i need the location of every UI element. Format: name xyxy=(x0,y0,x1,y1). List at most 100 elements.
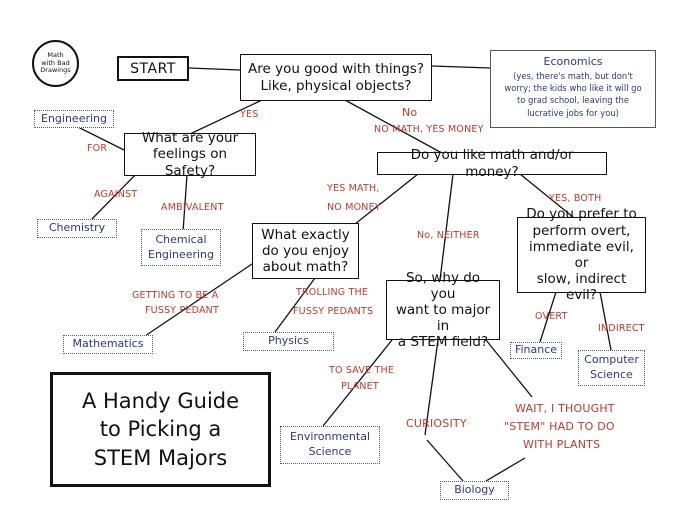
edge-curiosity-biology xyxy=(426,439,464,482)
edge-mm-both xyxy=(519,173,574,218)
outcome-engineering: Engineering xyxy=(34,110,114,128)
edge-why-save xyxy=(322,339,393,427)
edge-safety-ambivalent xyxy=(182,174,188,233)
env-line-1: Environmental xyxy=(289,430,371,444)
question-evil-line-3: immediate evil, or xyxy=(529,238,634,271)
logo-line-3: Drawings xyxy=(40,66,71,75)
economics-note-3: to grad school, leaving the xyxy=(516,95,630,106)
edge-label-overt: OVERT xyxy=(535,311,568,322)
question-why-stem-line-2: want to major in xyxy=(395,301,491,335)
edge-label-yes-math-1: YES MATH, xyxy=(327,183,380,194)
question-enjoy-math-line-2: do you enjoy xyxy=(261,242,350,259)
chem-eng-line-2: Engineering xyxy=(148,247,214,261)
question-safety: What are your feelings on Safety? xyxy=(124,130,256,179)
edge-mm-yes-math xyxy=(344,173,419,233)
edge-label-indirect: INDIRECT xyxy=(598,323,645,334)
start-box: START xyxy=(117,56,189,81)
guide-title-line-3: STEM Majors xyxy=(93,445,228,470)
question-why-stem-line-3: a STEM field? xyxy=(397,334,489,351)
edge-label-trolling-1: TROLLING THE xyxy=(296,287,369,298)
question-enjoy-math-line-1: What exactly xyxy=(261,226,350,243)
economics-note-4: lucrative jobs for you) xyxy=(527,107,619,118)
outcome-chemistry-label: Chemistry xyxy=(48,221,106,235)
edge-label-no: No xyxy=(402,106,418,119)
outcome-engineering-label: Engineering xyxy=(41,111,107,125)
outcome-physics-label: Physics xyxy=(268,334,309,348)
edge-label-save-planet-1: TO SAVE THE xyxy=(329,365,395,376)
economics-note-1: (yes, there's math, but don't xyxy=(513,71,633,81)
guide-title-box: A Handy Guide to Picking a STEM Majors xyxy=(50,372,271,487)
env-line-2: Science xyxy=(308,445,352,458)
edge-label-yes-math-2: NO MONEY xyxy=(327,202,381,213)
outcome-chemical-engineering: Chemical Engineering xyxy=(141,229,221,266)
logo-line-2: with Bad xyxy=(41,58,70,67)
outcome-biology: Biology xyxy=(440,481,509,500)
edge-label-yes: YES xyxy=(240,109,259,120)
edge-why-plants xyxy=(485,339,533,398)
outcome-environmental-science: Environmental Science xyxy=(280,426,380,464)
question-evil-line-1: Do you prefer to xyxy=(526,206,637,223)
edge-things-yes xyxy=(189,99,263,135)
outcome-finance-label: Finance xyxy=(514,343,558,357)
question-evil: Do you prefer to perform overt, immediat… xyxy=(517,206,646,303)
outcome-biology-label: Biology xyxy=(454,483,495,497)
edge-evil-indirect xyxy=(599,291,612,351)
outcome-economics: Economics (yes, there's math, but don't … xyxy=(490,50,656,128)
edge-enjoy-fussy xyxy=(144,261,256,337)
edge-label-fussy-1: GETTING TO BE A xyxy=(132,290,219,301)
question-evil-line-2: perform overt, xyxy=(532,222,631,239)
question-why-stem-line-1: So, why do you xyxy=(405,269,481,302)
math-with-bad-drawings-logo: Math with Bad Drawings xyxy=(32,40,79,87)
edge-label-against: AGAINST xyxy=(94,189,138,200)
edge-things-econ xyxy=(431,65,491,69)
edge-safety-against xyxy=(91,169,141,220)
economics-note-2: worry; the kids who like it will go xyxy=(504,83,642,94)
logo-line-1: Math xyxy=(47,51,64,60)
edge-why-curiosity xyxy=(424,339,439,436)
guide-title-line-2: to Picking a xyxy=(99,417,222,442)
edge-label-for: FOR xyxy=(87,143,108,154)
edge-things-no xyxy=(344,99,441,153)
outcome-computer-science: Computer Science xyxy=(578,350,645,386)
edge-start-things xyxy=(188,67,241,71)
question-safety-line-2: feelings on Safety? xyxy=(152,146,228,179)
outcome-finance: Finance xyxy=(510,342,562,359)
outcome-physics: Physics xyxy=(243,332,334,351)
question-enjoy-math: What exactly do you enjoy about math? xyxy=(252,223,359,279)
question-safety-line-1: What are your xyxy=(141,130,239,147)
question-things: Are you good with things? Like, physical… xyxy=(240,54,432,101)
edge-plants-biology xyxy=(485,457,526,482)
edge-label-no-math-yes-money: NO MATH, YES MONEY xyxy=(374,124,484,135)
edge-label-curiosity: CURIOSITY xyxy=(406,417,467,430)
outcome-mathematics-label: Mathematics xyxy=(72,337,144,351)
edge-enjoy-trolling xyxy=(274,277,316,333)
edge-label-trolling-2: FUSSY PEDANTS xyxy=(293,306,374,317)
question-why-stem: So, why do you want to major in a STEM f… xyxy=(386,270,500,350)
question-enjoy-math-line-3: about math? xyxy=(262,259,349,276)
edge-label-plants-2: "STEM" HAD TO DO xyxy=(504,420,615,433)
edge-label-ambivalent: AMBIVALENT xyxy=(161,202,224,213)
edge-safety-for xyxy=(77,126,125,151)
outcome-chemistry: Chemistry xyxy=(37,219,117,238)
question-things-line-2: Like, physical objects? xyxy=(260,77,412,94)
edge-label-yes-both: YES, BOTH xyxy=(549,193,602,204)
question-evil-line-4: slow, indirect evil? xyxy=(536,271,627,304)
outcome-mathematics: Mathematics xyxy=(63,335,153,354)
question-math-money: Do you like math and/or money? xyxy=(377,147,607,180)
edge-evil-overt xyxy=(539,291,557,343)
chem-eng-line-1: Chemical xyxy=(155,232,207,246)
edge-label-save-planet-2: PLANET xyxy=(341,381,379,392)
edge-mm-neither xyxy=(439,173,454,281)
edge-label-plants-3: WITH PLANTS xyxy=(523,438,601,451)
economics-title: Economics xyxy=(543,55,603,68)
guide-title-line-1: A Handy Guide xyxy=(81,388,240,413)
question-things-line-1: Are you good with things? xyxy=(248,61,424,78)
edge-label-no-neither: No, NEITHER xyxy=(417,230,480,241)
cs-line-2: Science xyxy=(590,368,633,381)
start-label: START xyxy=(130,60,176,77)
cs-line-1: Computer xyxy=(584,353,639,367)
edge-label-fussy-2: FUSSY PEDANT xyxy=(145,305,219,316)
edge-label-plants-1: WAIT, I THOUGHT xyxy=(515,402,615,415)
question-math-money-line-1: Do you like math and/or money? xyxy=(410,147,574,180)
